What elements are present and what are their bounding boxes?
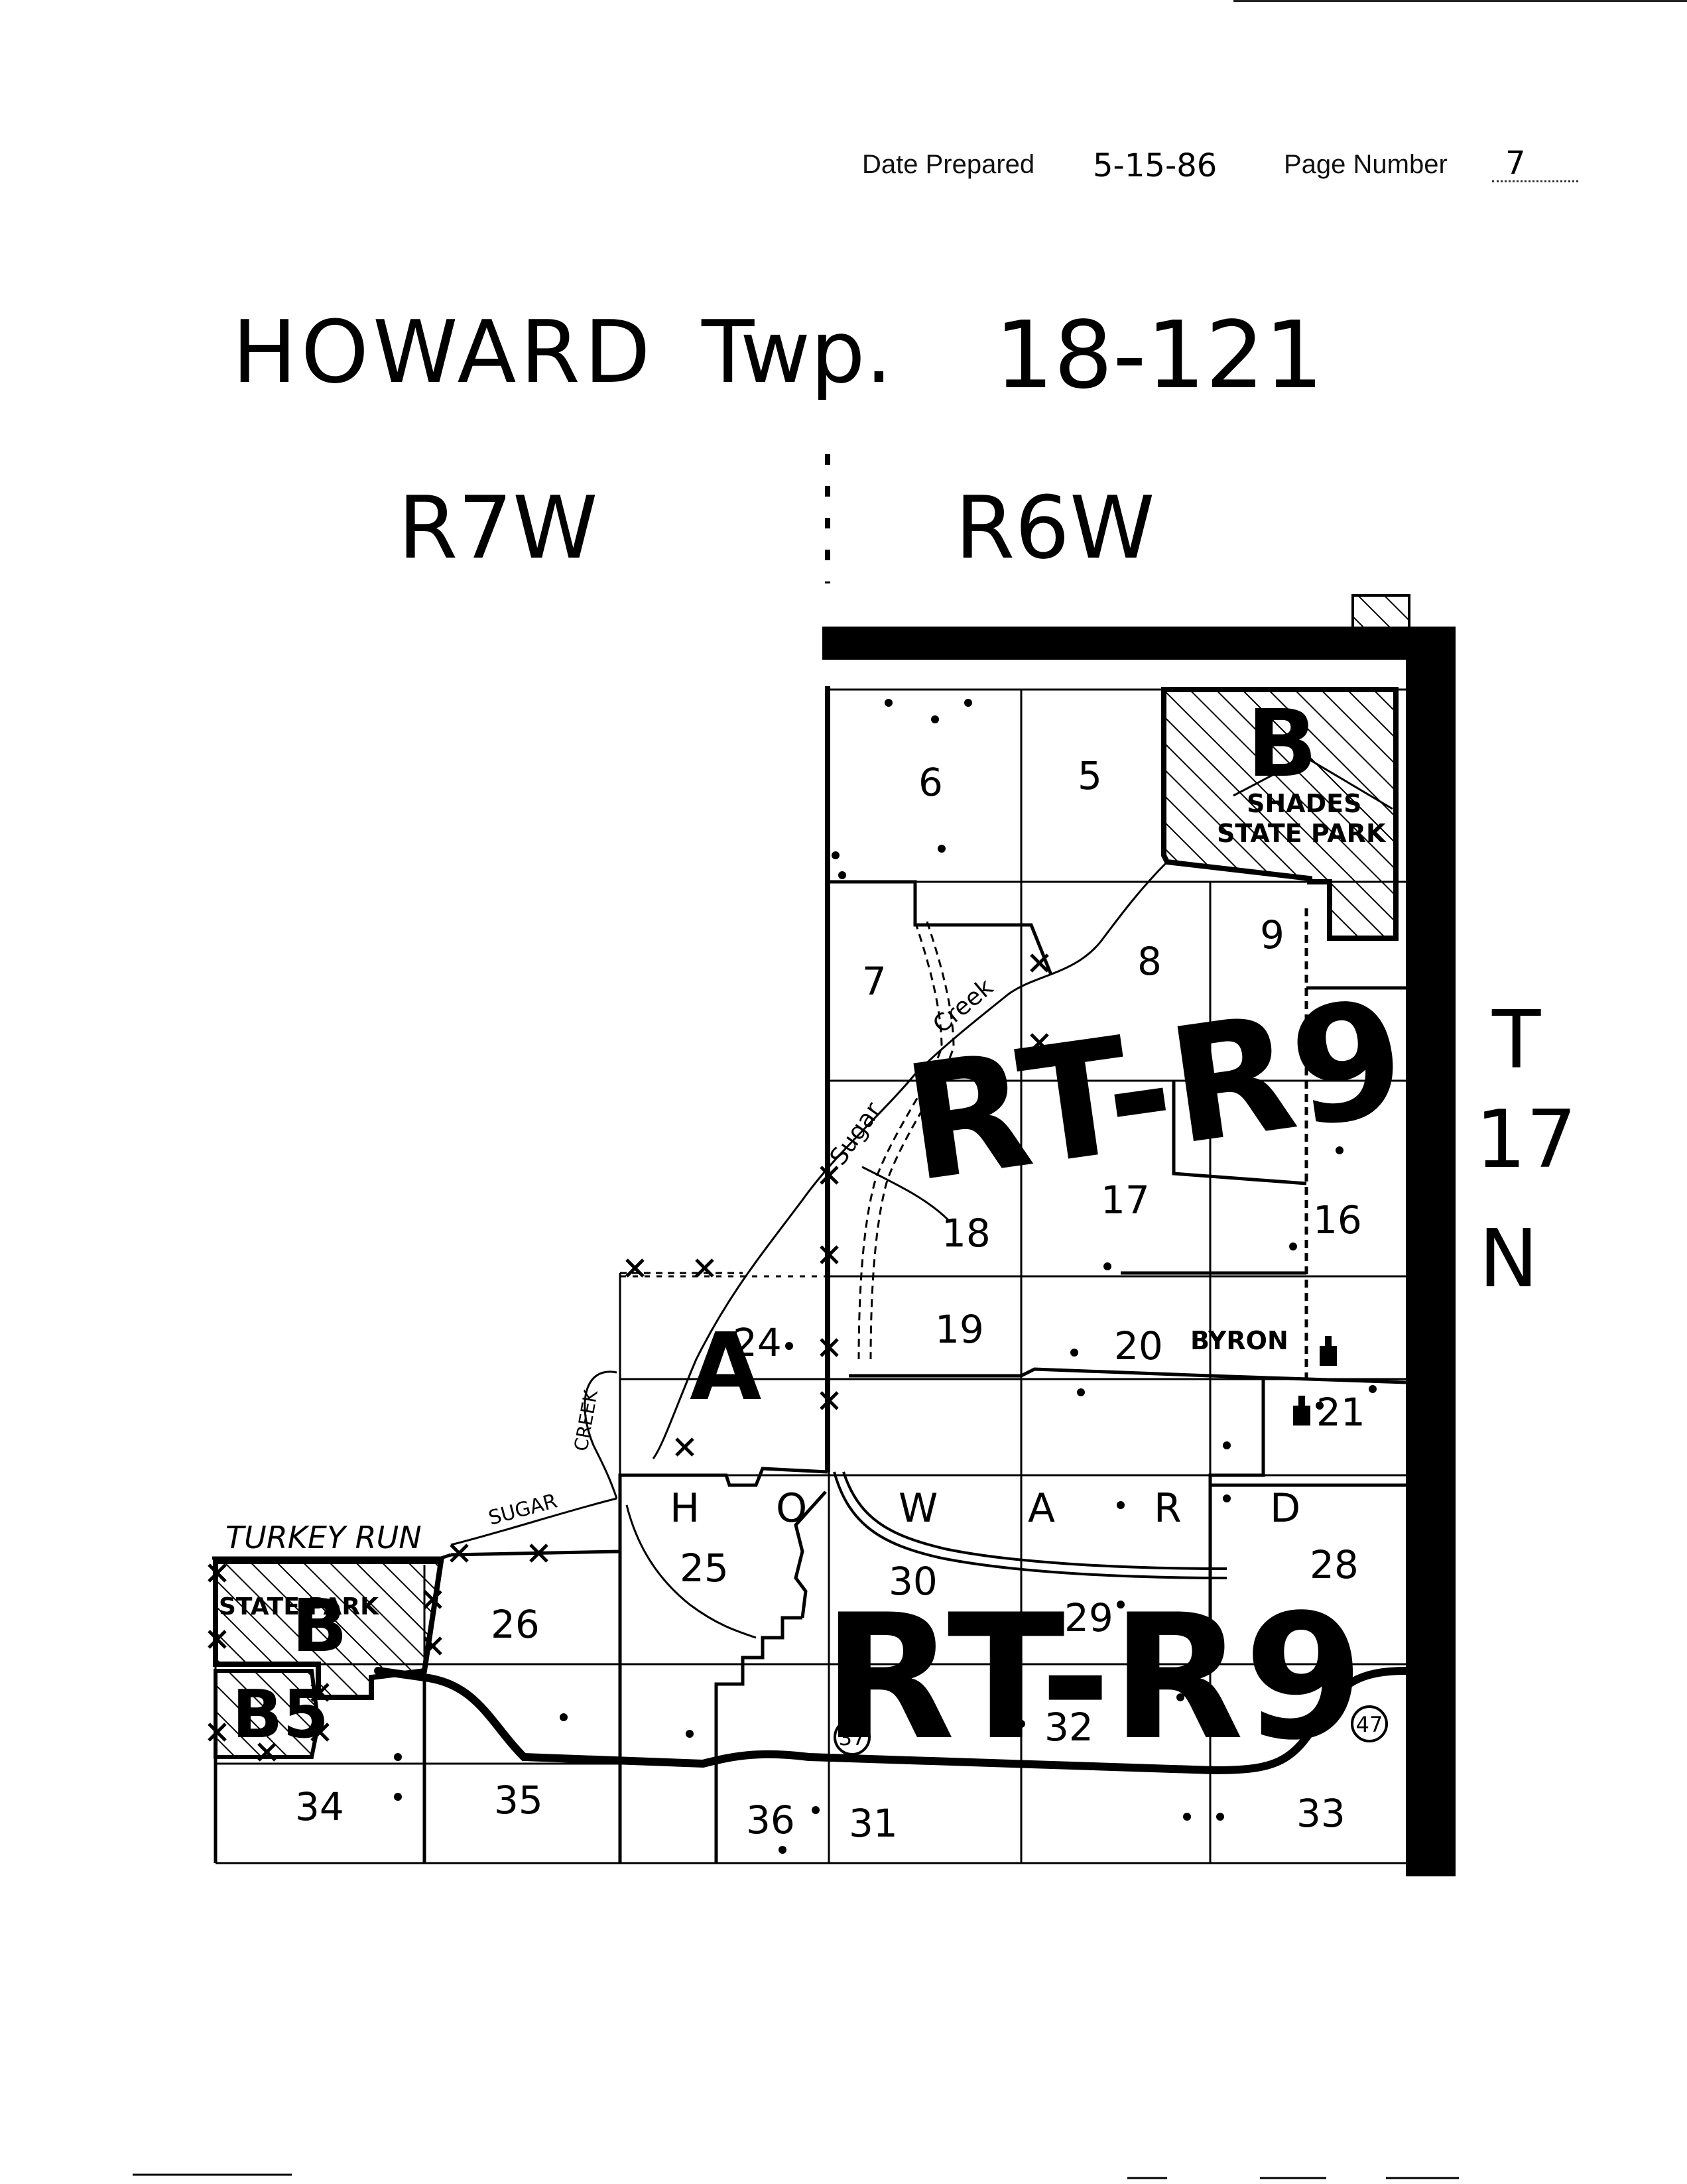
route-marker-37: 37: [834, 1719, 871, 1756]
page-number-dotted-line: [1492, 180, 1578, 182]
shades-line-2: STATE PARK: [1217, 819, 1387, 848]
annotation-rt-r9-lower: RT-R9: [822, 1578, 1364, 1778]
township-abbrev-title: Twp.: [702, 302, 893, 402]
section-20: 20: [1114, 1323, 1163, 1368]
sugar-creek-label-1: Sugar: [825, 1097, 887, 1170]
section-30: 30: [889, 1559, 938, 1604]
railroad: [857, 921, 955, 1360]
letter-a: A: [1028, 1485, 1055, 1532]
route-47-text: 47: [1356, 1712, 1383, 1737]
letter-h: H: [670, 1485, 700, 1532]
section-34: 34: [295, 1784, 344, 1829]
range-west-label: R7W: [398, 477, 598, 578]
x-marks: [208, 953, 1049, 1762]
b5-hatched-area: [214, 1669, 321, 1759]
section-7: 7: [862, 959, 887, 1004]
shades-leader-lines: [1233, 755, 1393, 810]
range-east-label: R6W: [955, 477, 1155, 578]
section-36: 36: [746, 1797, 795, 1843]
bottom-rules: [133, 2173, 1459, 2179]
section-24-boundary: [619, 1272, 743, 1475]
section-9: 9: [1260, 912, 1284, 957]
township-code-title: 18-121: [995, 302, 1324, 410]
section-31: 31: [849, 1801, 898, 1846]
top-rule: [1233, 0, 1687, 2]
section-24: 24: [733, 1320, 782, 1365]
page-number-value: 7: [1505, 145, 1526, 182]
right-heavy-border: [1406, 627, 1456, 1876]
shades-line-1: SHADES: [1247, 789, 1361, 818]
building-dots: [394, 699, 1377, 1854]
top-heavy-border: [822, 627, 1456, 660]
section-25: 25: [680, 1546, 729, 1591]
letter-w: W: [899, 1485, 938, 1532]
section-18: 18: [942, 1211, 991, 1256]
page-number-label: Page Number: [1284, 150, 1448, 179]
section-29: 29: [1064, 1595, 1113, 1640]
creek-upper-label: CREEK: [570, 1388, 602, 1453]
annotation-b-top: B: [1247, 690, 1318, 798]
section-21: 21: [1316, 1390, 1365, 1435]
annotation-b-park: B: [292, 1583, 347, 1668]
sugar-creek: [450, 861, 1168, 1639]
section-6: 6: [918, 760, 943, 805]
township-17-label: 17: [1475, 1094, 1577, 1186]
section-32: 32: [1044, 1705, 1093, 1750]
date-prepared-value: 5-15-86: [1093, 147, 1218, 184]
route-marker-47: 47: [1351, 1705, 1388, 1742]
cemetery-icons: [1293, 1336, 1337, 1426]
annotation-b5: B5: [232, 1675, 329, 1753]
byron-label: BYRON: [1190, 1326, 1288, 1355]
road-curve-30: [833, 1471, 1227, 1579]
section-16: 16: [1313, 1197, 1362, 1243]
section-33: 33: [1296, 1791, 1345, 1836]
township-t-label: T: [1492, 995, 1541, 1087]
letter-o: O: [776, 1485, 807, 1532]
state-park-label: STATE PARK: [219, 1593, 379, 1620]
section-5: 5: [1078, 753, 1102, 798]
section-19: 19: [935, 1307, 984, 1352]
township-name-letters: H O W A R D: [670, 1485, 1300, 1532]
section-26: 26: [491, 1602, 540, 1647]
section-numbers: 6 5 7 8 9 16 17 18 19 20 21 24 25 26 28 …: [295, 753, 1365, 1846]
letter-d: D: [1270, 1485, 1300, 1532]
section-28: 28: [1310, 1542, 1359, 1587]
section-8: 8: [1137, 939, 1162, 984]
top-corner-box: [1351, 594, 1410, 630]
roads: [212, 686, 1406, 1863]
township-n-label: N: [1479, 1213, 1538, 1305]
section-35: 35: [494, 1778, 543, 1823]
date-prepared-label: Date Prepared: [862, 150, 1035, 179]
road-curve-30b: [842, 1471, 1227, 1570]
annotation-a: A: [690, 1313, 761, 1422]
letter-r: R: [1154, 1485, 1182, 1532]
township-name-title: HOWARD: [232, 302, 655, 402]
turkey-run-label: TURKEY RUN: [225, 1520, 422, 1555]
route-37-text: 37: [839, 1725, 866, 1750]
section-17: 17: [1101, 1178, 1150, 1223]
